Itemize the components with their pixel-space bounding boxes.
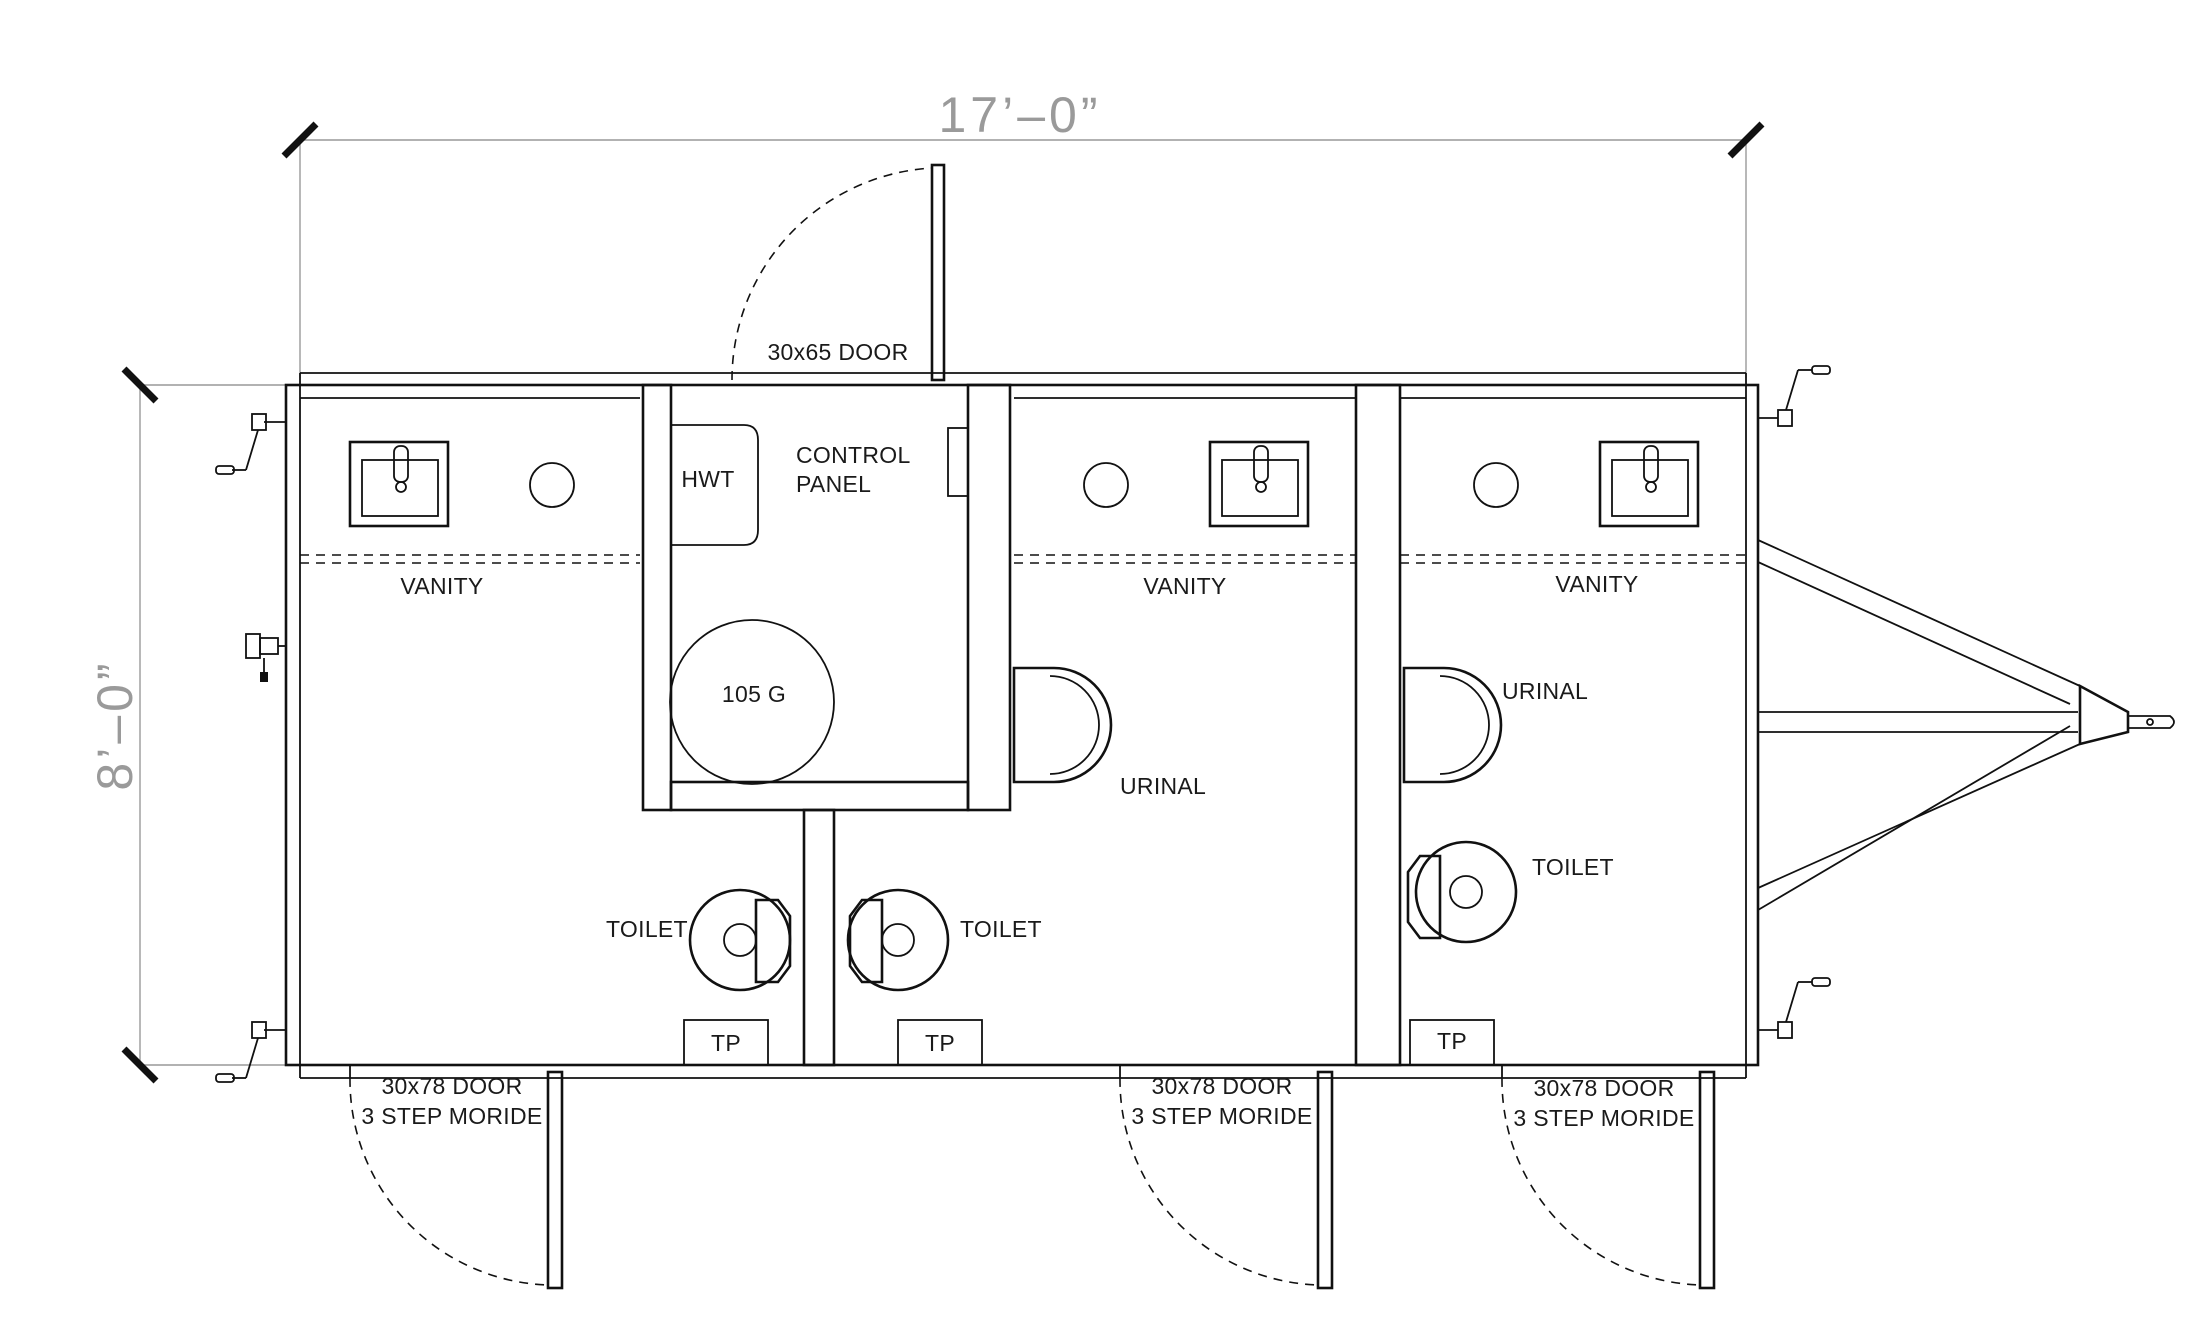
vanity-2-label: VANITY: [1143, 573, 1226, 599]
toilet-3-label: TOILET: [1532, 854, 1614, 880]
bottom-door-3-label-line1: 30x78 DOOR: [1533, 1075, 1674, 1101]
control-panel-label-line1: CONTROL: [796, 442, 911, 468]
vanity-3: VANITY: [1400, 440, 1746, 597]
tp-holder-2: TP: [897, 1019, 983, 1066]
toilet-3: TOILET: [1406, 840, 1614, 944]
utility-room: HWT CONTROL PANEL 105 G: [669, 424, 911, 785]
tp-2-label: TP: [925, 1030, 955, 1056]
jack-bottom-left: [215, 1021, 286, 1083]
utility-connection: [245, 633, 286, 682]
vanity-1-label: VANITY: [400, 573, 483, 599]
top-door: 30x65 DOOR: [731, 163, 946, 382]
vanity-2: VANITY: [1014, 440, 1356, 599]
tp-3-label: TP: [1437, 1028, 1467, 1054]
tp-1-label: TP: [711, 1030, 741, 1056]
tp-holder-1: TP: [683, 1019, 769, 1066]
partition-walls: [641, 383, 1402, 1067]
control-panel-label-line2: PANEL: [796, 471, 871, 497]
sink-2: [1208, 440, 1310, 528]
drain-2: [1083, 462, 1129, 508]
jack-bottom-right: [1758, 977, 1831, 1039]
toilet-1: TOILET: [606, 888, 792, 992]
bottom-door-1-label-line1: 30x78 DOOR: [381, 1073, 522, 1099]
bottom-door-1: 30x78 DOOR 3 STEP MORIDE: [349, 1065, 564, 1290]
water-tank: [669, 619, 835, 785]
vanity-3-label: VANITY: [1555, 571, 1638, 597]
water-tank-label: 105 G: [722, 681, 786, 707]
vanity-1: VANITY: [300, 440, 640, 599]
bottom-door-2-label-line1: 30x78 DOOR: [1151, 1073, 1292, 1099]
tp-holder-3: TP: [1409, 1019, 1495, 1066]
trailer-shell: [284, 372, 1760, 1079]
hitch-coupler: [2128, 715, 2175, 729]
toilet-2: TOILET: [846, 888, 1042, 992]
drain-1: [529, 462, 575, 508]
jack-top-right: [1758, 365, 1831, 427]
bottom-door-3-label-line2: 3 STEP MORIDE: [1513, 1105, 1694, 1131]
toilet-1-label: TOILET: [606, 916, 688, 942]
trailer-tongue: [1757, 539, 2175, 911]
toilet-2-label: TOILET: [960, 916, 1042, 942]
bottom-door-2-label-line2: 3 STEP MORIDE: [1131, 1103, 1312, 1129]
sink-1: [348, 440, 450, 528]
bottom-door-1-label-line2: 3 STEP MORIDE: [361, 1103, 542, 1129]
drain-3: [1473, 462, 1519, 508]
top-door-label: 30x65 DOOR: [767, 339, 908, 365]
height-dimension-label: 8’–0”: [87, 659, 143, 790]
width-dimension: 17’–0”: [281, 87, 1765, 378]
urinal-1-label: URINAL: [1120, 773, 1206, 799]
jack-top-left: [215, 413, 286, 475]
sink-3: [1598, 440, 1700, 528]
hwt-label: HWT: [681, 466, 734, 492]
height-dimension: 8’–0”: [87, 366, 285, 1084]
urinal-1: URINAL: [1012, 666, 1206, 799]
bottom-door-2: 30x78 DOOR 3 STEP MORIDE: [1119, 1065, 1334, 1290]
urinal-2-label: URINAL: [1502, 678, 1588, 704]
urinal-2: URINAL: [1402, 666, 1588, 784]
bottom-door-3: 30x78 DOOR 3 STEP MORIDE: [1501, 1065, 1716, 1290]
width-dimension-label: 17’–0”: [939, 87, 1102, 143]
